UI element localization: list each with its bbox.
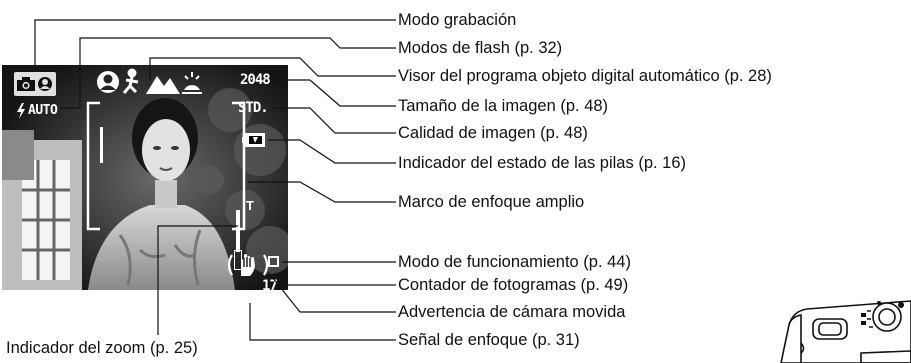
recording-mode-indicator <box>14 72 56 96</box>
image-size-value: 2048 <box>240 72 271 88</box>
callout-image-size: Tamaño de la imagen (p. 48) <box>398 97 609 115</box>
camera-body-drawing <box>780 300 911 363</box>
zoom-tele-label: T <box>246 198 254 213</box>
callout-image-quality: Calidad de imagen (p. 48) <box>398 124 588 142</box>
callout-subject-program: Visor del programa objeto digital automá… <box>398 67 772 85</box>
callout-focus-frame: Marco de enfoque amplio <box>398 193 585 211</box>
camera-shake-icon <box>227 254 269 276</box>
portrait-mode-icon <box>38 77 52 91</box>
frame-counter-value: 17 <box>262 278 278 294</box>
lightning-icon <box>17 103 25 119</box>
window-background <box>2 130 82 290</box>
callout-drive-mode: Modo de funcionamiento (p. 44) <box>398 253 631 271</box>
callout-frame-counter: Contador de fotogramas (p. 49) <box>398 276 629 294</box>
callout-battery-indicator: Indicador del estado de las pilas (p. 16… <box>398 154 687 172</box>
zoom-indicator-bar <box>236 210 240 252</box>
landscape-program-icon <box>146 76 180 94</box>
sports-program-icon <box>122 68 139 94</box>
focus-frame-bars <box>100 127 103 163</box>
sunset-program-icon <box>182 72 202 94</box>
callout-flash-modes: Modos de flash (p. 32) <box>398 39 563 57</box>
callout-focus-signal: Señal de enfoque (p. 31) <box>398 331 580 349</box>
callout-shake-warning: Advertencia de cámara movida <box>398 303 626 321</box>
flash-mode-text: AUTO <box>28 103 58 118</box>
callout-recording-mode: Modo grabación <box>398 11 517 29</box>
focus-signal-dot <box>244 291 256 303</box>
subject-program-icons <box>97 68 202 94</box>
camera-icon <box>17 77 35 91</box>
callout-zoom-indicator: Indicador del zoom (p. 25) <box>6 339 198 357</box>
drive-mode-icon <box>268 256 279 267</box>
portrait-program-icon <box>97 71 119 93</box>
